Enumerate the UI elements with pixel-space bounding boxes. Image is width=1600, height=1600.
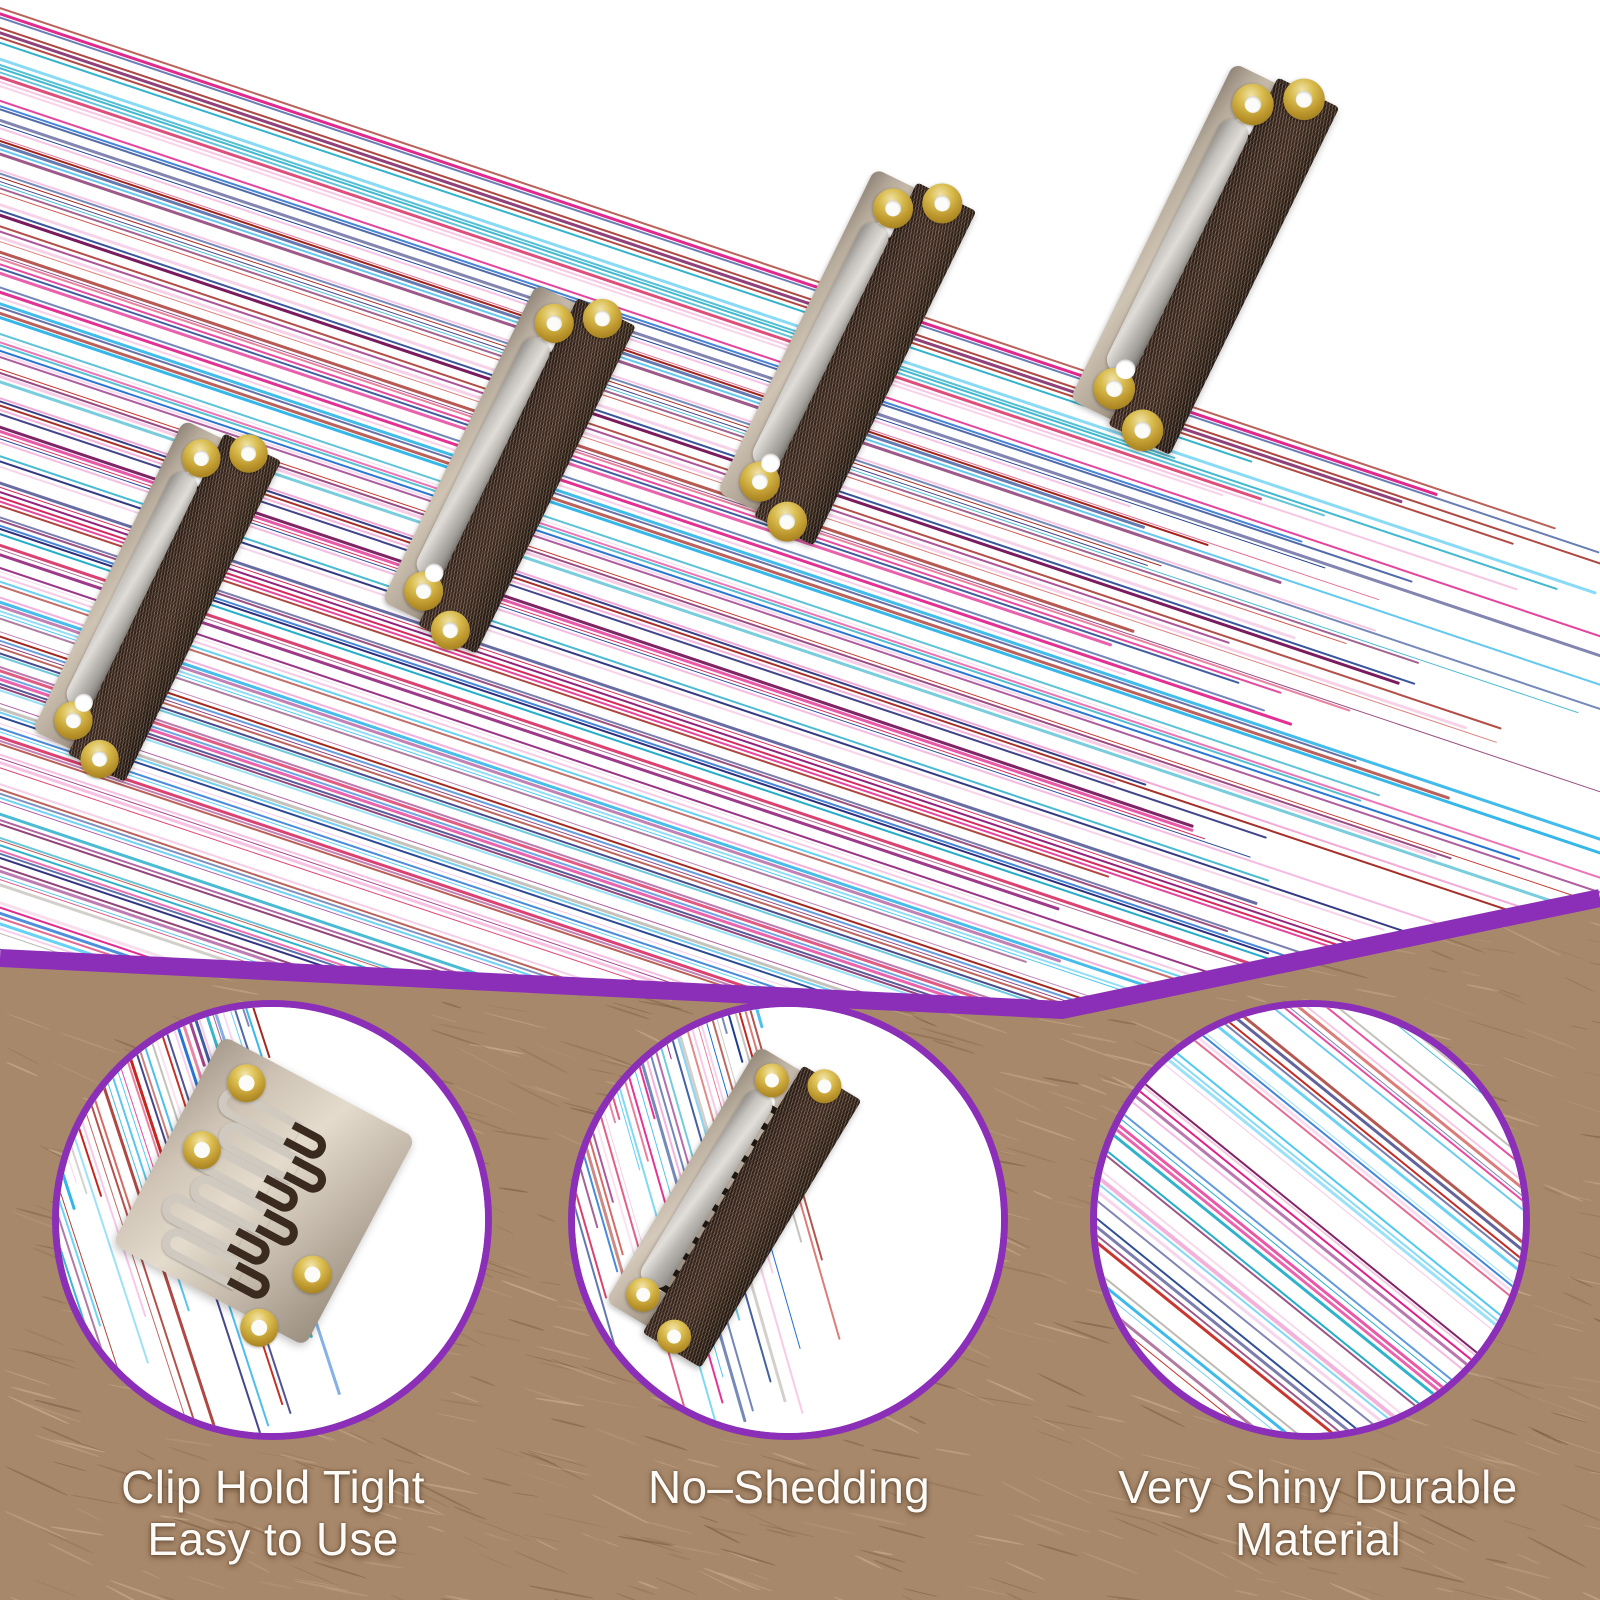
caption-clip-hold-tight: Clip Hold Tight Easy to Use: [121, 1461, 425, 1565]
open-snap-clip-icon: [59, 1007, 485, 1433]
caption-no-shedding: No–Shedding: [647, 1461, 931, 1513]
tinsel-strands-icon: [1097, 1007, 1523, 1433]
tinsel-strand: [575, 1007, 608, 1299]
tinsel-strand-group: [1097, 1007, 1523, 1433]
caption-very-shiny-durable: Very Shiny Durable Material: [1118, 1461, 1518, 1565]
closed-snap-clip-icon: [575, 1007, 1001, 1433]
tinsel-strand: [1097, 1089, 1523, 1433]
callout-very-shiny-durable[interactable]: [1090, 1000, 1530, 1440]
callout-clip-hold-tight[interactable]: [52, 1000, 492, 1440]
callout-no-shedding[interactable]: [568, 1000, 1008, 1440]
